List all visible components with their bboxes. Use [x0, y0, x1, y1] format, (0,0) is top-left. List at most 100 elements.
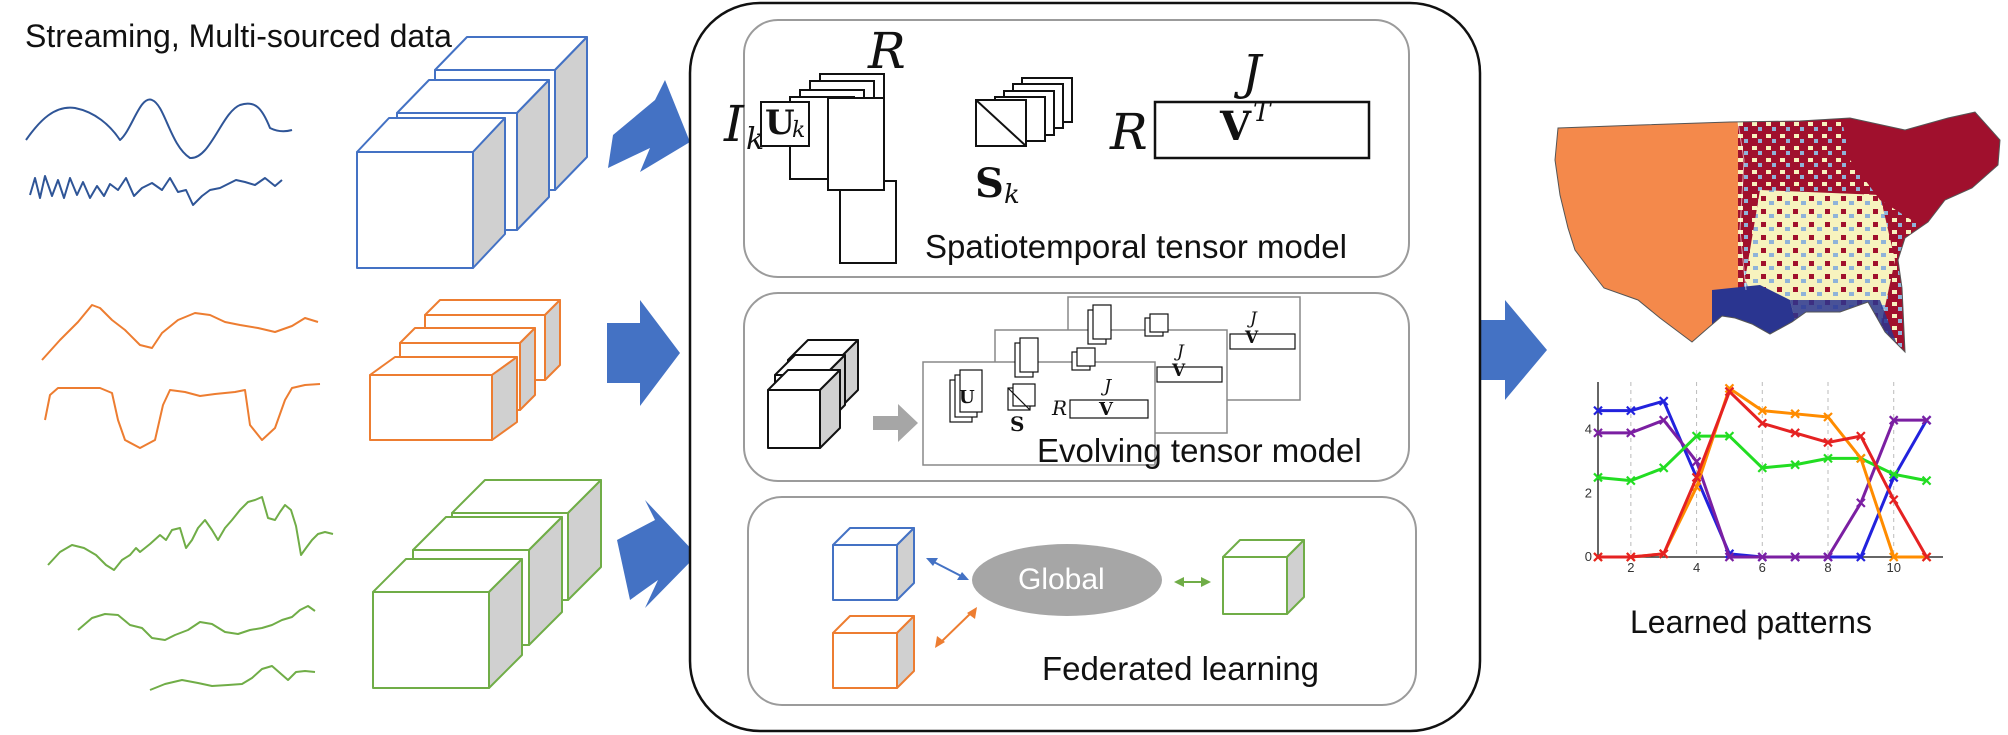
federated-links [926, 558, 1211, 648]
green-signal-1 [47, 496, 334, 571]
chart-x-tick-label: 4 [1693, 560, 1700, 575]
federated-cubes [832, 527, 1305, 689]
snapshot-cards [922, 296, 1301, 466]
dim-J-label: J [1242, 45, 1262, 101]
chart-data-point [1921, 552, 1932, 562]
chart-data-point [1626, 405, 1636, 416]
orange-signal-2 [44, 383, 321, 449]
chart-data-point [1658, 396, 1669, 406]
arrow-right [1470, 300, 1547, 400]
panel-spatiotemporal-title: Spatiotemporal tensor model [925, 228, 1347, 265]
chart-data-point [1593, 552, 1603, 562]
chart-data-point [1658, 549, 1669, 559]
panel-federated-title: Federated learning [1042, 650, 1320, 687]
arrow-bottom [617, 500, 697, 608]
card1-J-label: J [1250, 309, 1257, 329]
dim-I-subscript: k [746, 122, 765, 157]
factor-U-stack [760, 73, 897, 264]
factor-U-label: U [765, 103, 795, 143]
chart-data-point [1790, 409, 1800, 419]
chart-data-point [1921, 415, 1932, 425]
rank-R-left-label: R [1110, 103, 1148, 161]
chart-data-point [1626, 428, 1636, 438]
global-model-node [972, 544, 1162, 616]
chart-data-point [1823, 453, 1833, 464]
chart-data-point [1888, 469, 1899, 480]
core-S-stack [975, 77, 1073, 147]
chart-x-tick-label: 2 [1627, 560, 1634, 575]
card2-V-label: V [1172, 361, 1186, 381]
federated-orange-cube [832, 615, 915, 689]
blue-tensor-stack [356, 36, 588, 269]
chart-x-tick-label: 8 [1824, 560, 1831, 575]
chart-data-point [1856, 431, 1866, 441]
core-S-label: S [975, 160, 1004, 207]
card3-V-label: V [1099, 399, 1113, 420]
green-signal-3 [149, 665, 316, 691]
blue-signal-1 [25, 98, 293, 160]
chart-data-point [1724, 383, 1735, 394]
chart-y-tick-label: 4 [1585, 422, 1592, 437]
us-county-map [1555, 112, 2000, 352]
card3-R-label: R [1052, 396, 1068, 420]
chart-data-point [1790, 459, 1800, 470]
green-signal-2 [77, 605, 316, 641]
chart-y-tick-label: 0 [1585, 549, 1592, 564]
chart-data-point [1856, 552, 1866, 562]
dim-I-label: I [724, 95, 744, 153]
chart-data-point [1757, 418, 1768, 429]
chart-data-point [1888, 552, 1899, 562]
green-tensor-stack [372, 479, 602, 689]
factor-V-label: V [1220, 103, 1252, 150]
chart-x-tick-label: 6 [1759, 560, 1766, 575]
factor-V-box [1153, 100, 1371, 160]
flow-arrows [607, 80, 1547, 608]
chart-x-tick-label: 10 [1886, 560, 1900, 575]
learned-patterns-chart: 2 4 6 8 10 0 2 4 [1585, 382, 1943, 575]
global-node-label: Global [1018, 563, 1105, 596]
factor-V-superscript: T [1253, 98, 1271, 128]
chart-data-point [1757, 463, 1768, 473]
chart-data-point [1691, 431, 1702, 441]
chart-data-point [1593, 428, 1603, 438]
card2-J-label: J [1177, 342, 1184, 362]
chart-data-point [1757, 405, 1768, 416]
chart-data-point [1724, 431, 1735, 441]
chart-data-point [1823, 412, 1833, 422]
card3-S-label: S [1010, 412, 1025, 436]
card3-J-label: J [1104, 376, 1112, 397]
U-inner-box [760, 101, 810, 147]
evolving-black-cubes [767, 339, 859, 449]
chart-data-point [1593, 472, 1603, 483]
chart-data-point [1658, 415, 1669, 425]
card1-V-label: V [1245, 328, 1259, 348]
chart-data-point [1593, 405, 1603, 416]
chart-data-point [1724, 552, 1735, 562]
blue-signal-2 [29, 175, 283, 206]
chart-data-point [1823, 552, 1833, 562]
streaming-signals [25, 98, 334, 691]
chart-data-point [1691, 472, 1702, 483]
panel-spatiotemporal [743, 19, 1410, 278]
chart-y-tick-label: 2 [1585, 485, 1592, 500]
federated-blue-cube [832, 527, 915, 601]
arrow-top [608, 80, 690, 172]
us-map-outline [1554, 111, 2001, 354]
chart-data-point [1921, 475, 1932, 486]
chart-data-point [1823, 437, 1833, 448]
chart-data-point [1888, 494, 1899, 505]
orange-tensor-stack [369, 299, 561, 441]
chart-data-point [1626, 552, 1636, 562]
factor-U-subscript: k [792, 118, 806, 143]
chart-data-point [1691, 456, 1702, 467]
federated-green-cube [1222, 539, 1305, 615]
chart-data-point [1724, 386, 1735, 397]
chart-data-point [1856, 498, 1866, 508]
chart-data-point [1790, 428, 1800, 438]
evolving-gray-arrow [873, 404, 918, 442]
arrow-middle [607, 300, 680, 406]
panel-evolving-title: Evolving tensor model [1037, 432, 1362, 469]
output-title: Learned patterns [1630, 604, 1872, 640]
